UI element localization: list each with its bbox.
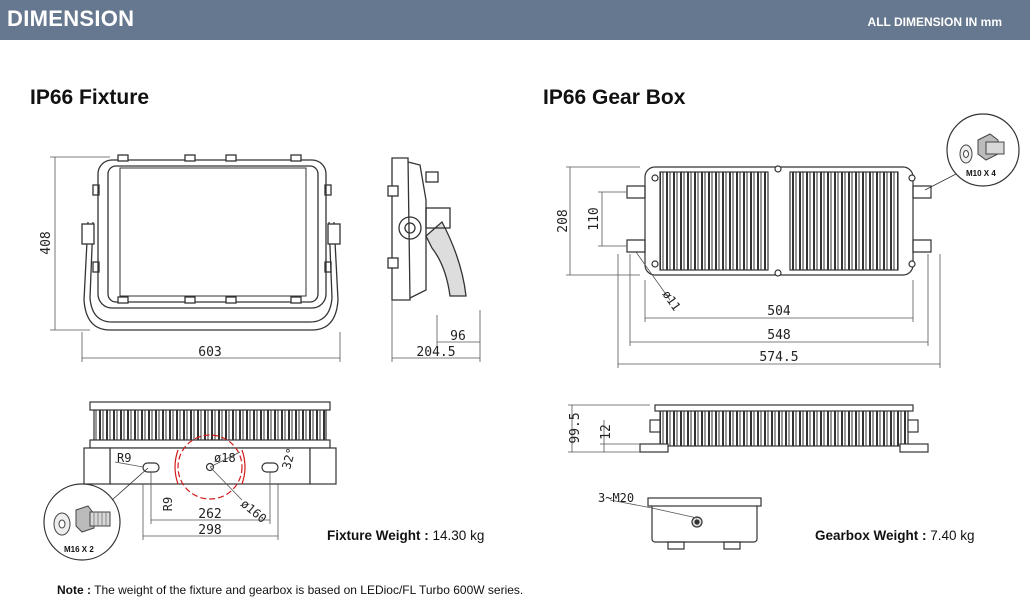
fixture-hole-dim: ø18: [214, 451, 236, 465]
gearbox-section-title: IP66 Gear Box: [543, 86, 686, 109]
gearbox-side-small-dim: 12: [599, 424, 614, 440]
gearbox-side-view: [639, 404, 929, 453]
units-note: ALL DIMENSION IN mm: [867, 15, 1002, 29]
gearbox-hole-dim: ø11: [660, 288, 684, 314]
fixture-side-view: [387, 157, 467, 301]
fixture-section-title: IP66 Fixture: [30, 86, 150, 109]
gearbox-end-view: [609, 497, 762, 550]
fixture-front-dims: [50, 156, 341, 362]
fixture-weight: Fixture Weight : 14.30 kg: [327, 528, 484, 543]
gearbox-weight-label: Gearbox Weight :: [815, 528, 927, 543]
gearbox-top-dims: [566, 166, 941, 368]
footnote: Note : The weight of the fixture and gea…: [57, 583, 523, 597]
fixture-slot-radius2-dim: R9: [161, 497, 175, 511]
gearbox-side-height-dim: 99.5: [568, 412, 583, 443]
fixture-slot-radius-dim: R9: [117, 451, 131, 465]
fixture-weight-value: 14.30 kg: [432, 528, 485, 543]
fixture-bracket-dim: 96: [450, 329, 466, 344]
fixture-depth-dim: 204.5: [416, 345, 455, 360]
gearbox-width2-dim: 548: [767, 328, 790, 343]
footnote-label: Note :: [57, 583, 91, 597]
gearbox-mount-dim: 110: [587, 207, 602, 230]
fixture-circle-dim: ø160: [238, 497, 269, 526]
fixture-bolt-callout: M16 X 2: [43, 467, 149, 561]
header-bar: DIMENSION ALL DIMENSION IN mm: [0, 0, 1030, 40]
gearbox-side-dims: [568, 404, 650, 453]
page-title: DIMENSION: [7, 6, 135, 31]
fixture-height-dim: 408: [39, 231, 54, 254]
gearbox-bolt-label: M10 X 4: [966, 169, 996, 178]
fixture-span-inner-dim: 262: [198, 507, 221, 522]
fixture-bolt-label: M16 X 2: [64, 545, 94, 554]
fixture-front-view: [81, 154, 341, 331]
fixture-angle-dim: 32°: [279, 446, 298, 471]
gearbox-top-view: [626, 165, 932, 277]
fixture-top-dims: [114, 451, 279, 540]
gearbox-gland-dim: 3~M20: [598, 491, 634, 505]
fixture-span-outer-dim: 298: [198, 523, 221, 538]
gearbox-bolt-callout: M10 X 4: [924, 113, 1020, 191]
gearbox-weight-value: 7.40 kg: [930, 528, 975, 543]
gearbox-height-dim: 208: [556, 209, 571, 232]
fixture-width-dim: 603: [198, 345, 221, 360]
fixture-top-view: [83, 401, 337, 485]
fixture-side-dims: [391, 300, 481, 362]
gearbox-width1-dim: 504: [767, 304, 791, 319]
fixture-weight-label: Fixture Weight :: [327, 528, 429, 543]
gearbox-weight: Gearbox Weight : 7.40 kg: [815, 528, 975, 543]
footnote-text: The weight of the fixture and gearbox is…: [94, 583, 524, 597]
fixture-mount-circle: [174, 434, 246, 500]
gearbox-width3-dim: 574.5: [759, 350, 798, 365]
